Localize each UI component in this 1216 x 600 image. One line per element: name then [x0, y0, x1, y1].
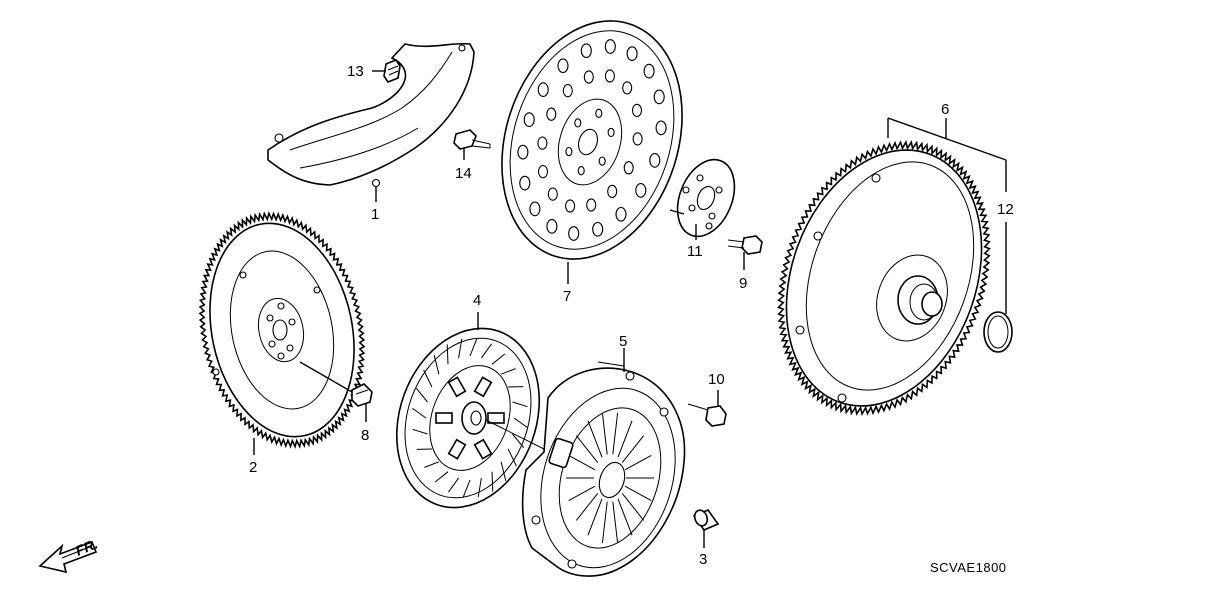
callout-14: 14 — [455, 165, 472, 182]
callout-9: 9 — [739, 275, 747, 292]
direction-label: FR. — [73, 535, 100, 558]
diagram-code: SCVAE1800 — [930, 560, 1007, 575]
callout-10: 10 — [708, 371, 725, 388]
part-1-cover-plate[interactable] — [267, 42, 475, 188]
callout-11: 11 — [687, 243, 703, 260]
callout-7: 7 — [563, 288, 571, 305]
part-13-bolt[interactable] — [383, 59, 401, 83]
part-9-bolt[interactable] — [727, 235, 763, 255]
callout-2: 2 — [249, 459, 257, 476]
part-11-adapter-plate[interactable] — [667, 151, 745, 245]
callout-4: 4 — [473, 292, 481, 309]
part-3-pilot-bearing[interactable] — [692, 508, 720, 531]
callout-12: 12 — [997, 201, 1014, 218]
callout-1: 1 — [371, 206, 379, 223]
part-7-drive-plate[interactable] — [473, 0, 712, 283]
part-6-torque-converter[interactable] — [752, 122, 1015, 433]
part-10-bolt[interactable] — [687, 403, 727, 427]
callout-5: 5 — [619, 333, 627, 350]
callout-13: 13 — [347, 63, 364, 80]
callout-8: 8 — [361, 427, 369, 444]
part-4-clutch-disc[interactable] — [373, 308, 564, 527]
part-14-bolt[interactable] — [453, 129, 491, 150]
part-2-flywheel[interactable] — [191, 210, 373, 450]
part-12-o-ring[interactable] — [983, 311, 1013, 353]
part-5-pressure-plate[interactable] — [519, 367, 698, 585]
front-direction-arrow — [38, 540, 98, 574]
part-8-bolt[interactable] — [351, 383, 373, 407]
callout-3: 3 — [699, 551, 707, 568]
callout-6: 6 — [941, 101, 949, 118]
